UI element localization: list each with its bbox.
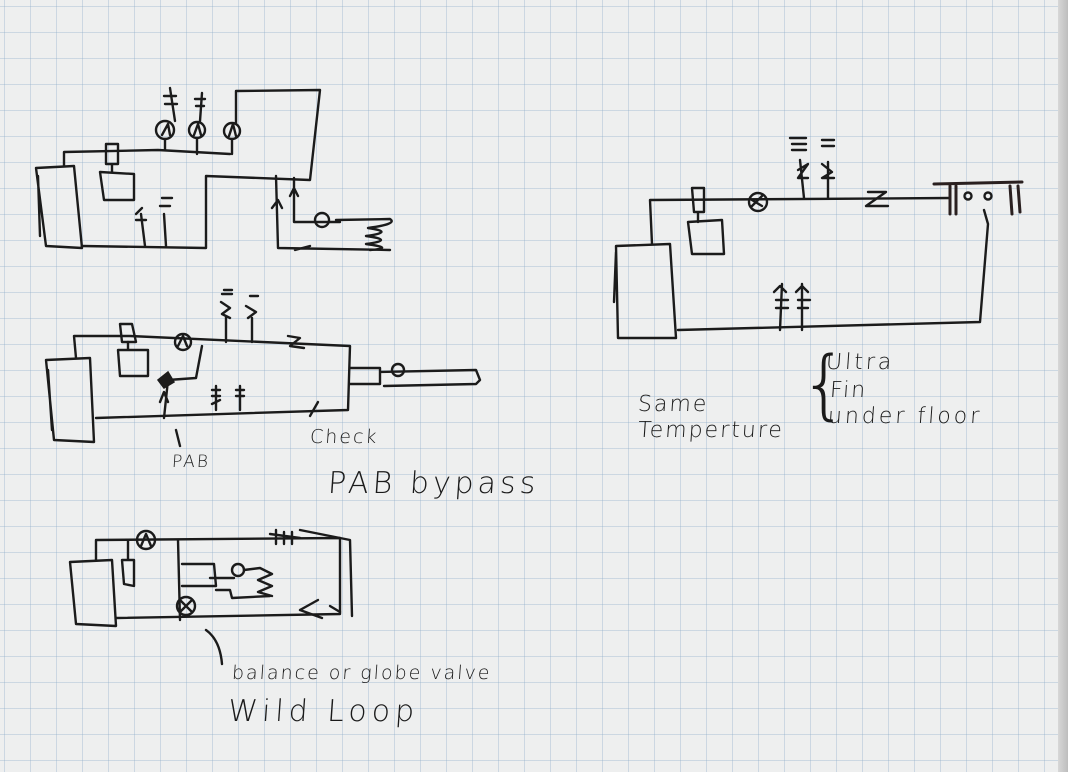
emitter-port-icon	[983, 191, 993, 201]
thermostatic-valve-icon	[268, 528, 302, 546]
fin-label: Fin	[829, 378, 868, 403]
temperature-label: Temperture	[637, 418, 785, 443]
zone-loop	[80, 88, 322, 250]
same-label: Same	[637, 392, 710, 417]
check-label: Check	[309, 426, 380, 448]
circulator-icon	[135, 529, 157, 551]
return-pipe	[676, 208, 990, 332]
circulator-icon	[173, 332, 193, 352]
under-floor-label: under floor	[827, 404, 984, 429]
boiler	[68, 558, 118, 628]
circulators	[154, 86, 242, 156]
check-valve-icon	[308, 400, 320, 418]
globe-valve-icon	[175, 595, 197, 617]
fin-tube-coil	[334, 217, 393, 252]
circulator-icon	[747, 191, 769, 213]
supply-pipe	[62, 148, 232, 168]
emitter-branch	[348, 366, 482, 388]
boiler	[44, 356, 96, 444]
outer-loop	[298, 528, 354, 618]
emitter-branch	[270, 174, 392, 252]
circulator-icon	[230, 562, 246, 578]
paper-edge	[1058, 0, 1068, 772]
air-separator	[118, 322, 138, 344]
flow-check-icon	[286, 334, 306, 350]
return-valves	[210, 384, 246, 412]
boiler	[34, 164, 84, 250]
expansion-tank	[120, 538, 136, 588]
pab-leader	[174, 428, 182, 448]
pab-bypass-title: PAB bypass	[326, 466, 541, 501]
return-valves	[134, 196, 174, 248]
zone-valves	[219, 288, 260, 344]
air-separator	[104, 142, 120, 174]
return-arrow-icon	[298, 598, 324, 620]
supply-pipe	[648, 196, 952, 246]
supply-valves	[788, 136, 836, 200]
boiler	[612, 242, 678, 340]
circulator-icon	[313, 211, 331, 229]
flow-check-icon	[864, 190, 890, 208]
expansion-tank	[116, 340, 150, 378]
ultra-label: Ultra	[825, 350, 896, 375]
pab-valve-icon	[156, 370, 176, 389]
air-separator	[690, 186, 706, 224]
isolation-valve-icon	[162, 86, 207, 123]
circulator-icon	[390, 362, 406, 378]
emitter-port-icon	[963, 191, 973, 201]
return-valves	[772, 282, 812, 332]
pab-label: PAB	[171, 452, 211, 472]
diagram-top-left	[34, 86, 393, 252]
emitter-unit	[932, 180, 1024, 216]
diagram-wild-loop	[68, 528, 354, 666]
supply-pipe	[72, 334, 352, 420]
expansion-tank	[686, 218, 726, 256]
emitter-coil	[242, 566, 274, 598]
expansion-tank	[98, 170, 136, 202]
diagram-right	[612, 136, 1024, 340]
diagram-pab-bypass	[44, 288, 482, 448]
bypass-branch	[176, 538, 272, 622]
curly-brace: {	[800, 339, 849, 428]
wild-loop-title: Wild Loop	[226, 694, 421, 729]
balance-leader	[204, 628, 224, 666]
balance-valve-note: balance or globe valve	[231, 662, 493, 684]
